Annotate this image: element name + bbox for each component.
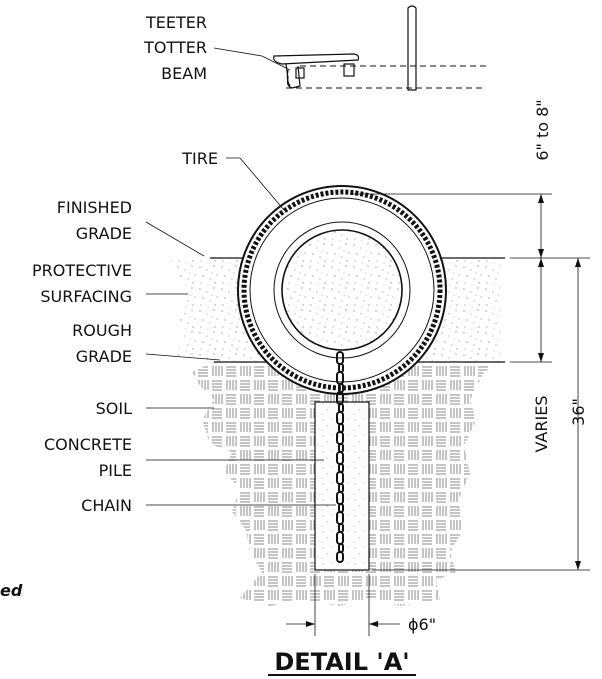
dim-depth-36: 36" — [569, 398, 588, 426]
label-totter: TOTTER — [143, 38, 207, 57]
label-chain: CHAIN — [81, 496, 132, 515]
detail-title: DETAIL 'A' — [274, 648, 409, 676]
label-concrete: CONCRETE — [44, 435, 132, 454]
label-partial-left: ed — [0, 581, 23, 600]
dim-pile-diameter: ϕ6" — [408, 615, 436, 634]
chain — [336, 351, 344, 563]
label-teeter: TEETER — [145, 13, 207, 32]
label-rough: ROUGH — [72, 321, 132, 340]
dimension-lines — [286, 193, 590, 636]
label-tire: TIRE — [181, 149, 218, 168]
dim-varies: VARIES — [532, 396, 551, 453]
label-soil: SOIL — [96, 399, 132, 418]
label-rough-grade: GRADE — [76, 347, 132, 366]
label-pile: PILE — [99, 461, 132, 480]
teeter-totter-beam-sketch — [273, 5, 486, 91]
tire — [237, 185, 447, 395]
leader-lines — [145, 47, 336, 506]
dim-tire-above-grade: 6" to 8" — [533, 99, 552, 160]
label-surfacing: SURFACING — [40, 287, 132, 306]
label-protective: PROTECTIVE — [32, 261, 132, 280]
label-finished-grade: GRADE — [76, 224, 132, 243]
label-finished: FINISHED — [57, 198, 132, 217]
label-beam: BEAM — [161, 64, 207, 83]
